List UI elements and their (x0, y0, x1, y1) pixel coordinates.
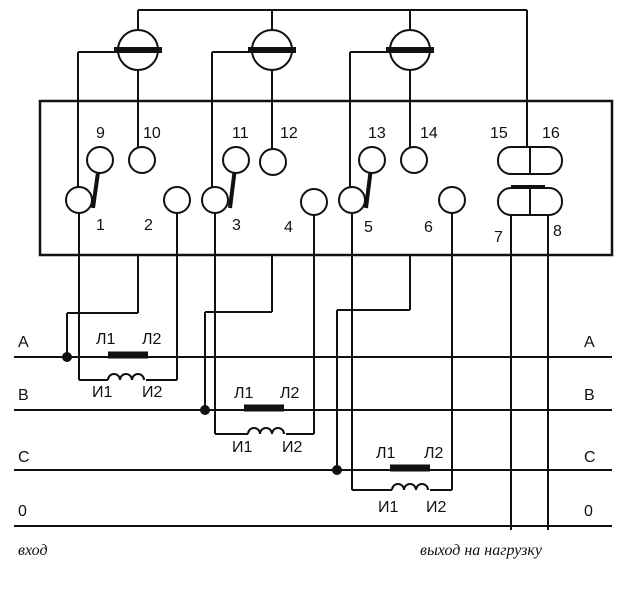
ct2-i2: И2 (282, 439, 303, 456)
ct1-i2: И2 (142, 384, 163, 401)
terminal-3 (201, 186, 229, 214)
terminals (65, 146, 563, 216)
terminal-label-4: 4 (284, 219, 293, 236)
junction-c (332, 465, 342, 475)
phase-left-0: 0 (18, 503, 27, 520)
top-wiring (77, 9, 528, 101)
phase-right-b: B (584, 387, 595, 404)
ct3-i1: И1 (378, 499, 399, 516)
terminal-6 (438, 186, 466, 214)
terminal-label-6: 6 (424, 219, 433, 236)
terminal-11 (222, 146, 250, 174)
lower-wiring (66, 213, 549, 530)
junction-a (62, 352, 72, 362)
terminal-label-3: 3 (232, 217, 241, 234)
phase-left-c: C (18, 449, 30, 466)
terminal-2 (163, 186, 191, 214)
terminal-label-14: 14 (420, 125, 438, 142)
phase-right-0: 0 (584, 503, 593, 520)
terminal-label-15: 15 (490, 125, 508, 142)
terminal-13 (358, 146, 386, 174)
ct1-labels: Л1 Л2 И1 И2 (92, 331, 163, 401)
terminal-12 (259, 148, 287, 176)
fuse-3 (386, 29, 434, 71)
ct2-labels: Л1 Л2 И1 И2 (232, 385, 303, 456)
ct2-i1: И1 (232, 439, 253, 456)
junction-b (200, 405, 210, 415)
ct1-l2: Л2 (142, 331, 162, 348)
ct2-l2: Л2 (280, 385, 300, 402)
phase-left-b: B (18, 387, 29, 404)
terminal-5 (338, 186, 366, 214)
ct3-labels: Л1 Л2 И1 И2 (376, 445, 447, 516)
terminal-numbers: 1 2 3 4 5 6 7 8 9 10 11 12 13 14 15 16 (96, 125, 562, 246)
terminal-14 (400, 146, 428, 174)
terminal-label-7: 7 (494, 229, 503, 246)
phase-right-a: A (584, 334, 595, 351)
fuse-2 (248, 29, 296, 71)
ct2-coil (247, 427, 285, 435)
terminal-1 (65, 186, 93, 214)
terminal-label-13: 13 (368, 125, 386, 142)
terminal-label-2: 2 (144, 217, 153, 234)
terminal-label-10: 10 (143, 125, 161, 142)
ct3-l1: Л1 (376, 445, 396, 462)
terminal-label-16: 16 (542, 125, 560, 142)
terminal-label-1: 1 (96, 217, 105, 234)
terminal-label-9: 9 (96, 125, 105, 142)
fuse-1 (114, 29, 162, 71)
ct3-i2: И2 (426, 499, 447, 516)
ct1-coil (107, 373, 145, 381)
phase-labels-left: A B C 0 (18, 334, 30, 520)
terminal-label-12: 12 (280, 125, 298, 142)
terminal-9 (86, 146, 114, 174)
ct2-l1: Л1 (234, 385, 254, 402)
ct1-l1: Л1 (96, 331, 116, 348)
terminal-label-11: 11 (232, 125, 249, 142)
phase-right-c: C (584, 449, 596, 466)
terminal-10 (128, 146, 156, 174)
terminal-label-5: 5 (364, 219, 373, 236)
terminal-label-8: 8 (553, 223, 562, 240)
terminal-4 (300, 188, 328, 216)
meter-body (38, 99, 614, 257)
ct3-coil (391, 483, 429, 491)
caption-output: выход на нагрузку (420, 542, 543, 559)
ct1-i1: И1 (92, 384, 113, 401)
caption-input: вход (18, 542, 48, 559)
phase-labels-right: A B C 0 (584, 334, 596, 520)
ct3-l2: Л2 (424, 445, 444, 462)
phase-left-a: A (18, 334, 29, 351)
